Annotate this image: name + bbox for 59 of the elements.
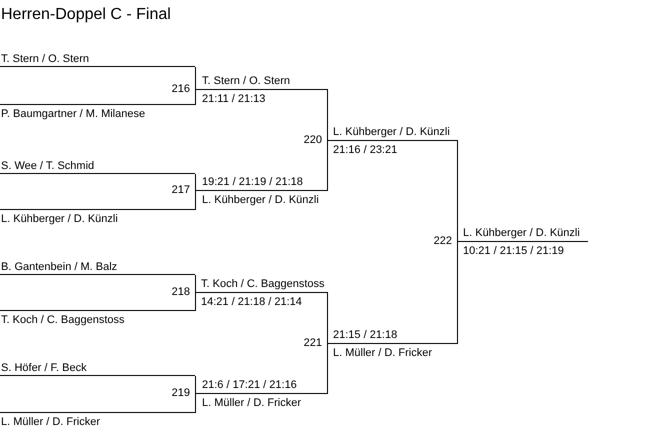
team-name: S. Wee / T. Schmid [1, 160, 94, 172]
match-number: 216 [172, 82, 190, 96]
bracket-line [194, 275, 196, 293]
team-name: L. Kühberger / D. Künzli [1, 213, 118, 225]
team-name: L. Müller / D. Fricker [333, 347, 432, 359]
team-name: L. Kühberger / D. Künzli [463, 227, 580, 239]
bracket-slot [0, 310, 195, 326]
bracket-line [326, 89, 328, 141]
team-name: L. Kühberger / D. Künzli [202, 194, 319, 206]
bracket-line [326, 292, 328, 344]
bracket-line [194, 393, 196, 413]
bracket-slot [0, 104, 195, 120]
team-name: S. Höfer / F. Beck [1, 362, 87, 374]
bracket-slot [0, 209, 195, 225]
team-name: P. Baumgartner / M. Milanese [1, 108, 146, 120]
bracket-line [456, 241, 458, 344]
bracket-line [194, 67, 196, 90]
bracket-line [194, 89, 196, 105]
bracket-line [194, 190, 196, 210]
bracket-slot [195, 174, 327, 206]
bracket-title: Herren-Doppel C - Final [1, 6, 171, 24]
team-name: L. Kühberger / D. Künzli [333, 126, 450, 138]
bracket-slot [0, 412, 195, 428]
bracket-slot [0, 259, 195, 275]
match-score: 14:21 / 21:18 / 21:14 [201, 296, 302, 308]
match-number: 219 [172, 386, 190, 400]
team-name: B. Gantenbein / M. Balz [1, 261, 118, 273]
bracket-line [194, 292, 196, 311]
match-score: 21:15 / 21:18 [333, 329, 398, 341]
match-score: 21:6 / 17:21 / 21:16 [202, 379, 297, 391]
team-name: L. Müller / D. Fricker [202, 397, 302, 409]
match-score: 21:16 / 23:21 [333, 144, 398, 156]
bracket-line [326, 140, 328, 191]
bracket-slot [0, 360, 195, 376]
bracket-line [456, 140, 458, 242]
match-number: 217 [172, 183, 190, 197]
match-score: 10:21 / 21:15 / 21:19 [463, 245, 564, 257]
match-number: 218 [172, 285, 190, 299]
match-number: 220 [304, 133, 322, 147]
team-name: T. Koch / C. Baggenstoss [1, 314, 125, 326]
bracket-slot [195, 73, 327, 105]
bracket-slot [195, 276, 327, 308]
bracket-slot [195, 377, 327, 409]
bracket-slot [0, 51, 195, 67]
match-score: 21:11 / 21:13 [202, 93, 266, 105]
bracket-line [194, 376, 196, 394]
bracket-slot [327, 124, 457, 156]
bracket-line [326, 343, 328, 394]
team-name: T. Stern / O. Stern [1, 53, 90, 65]
bracket-slot [457, 225, 588, 257]
match-score: 19:21 / 21:19 / 21:18 [202, 176, 303, 188]
match-number: 221 [304, 336, 322, 350]
bracket-slot [0, 158, 195, 174]
bracket-slot [327, 327, 457, 359]
team-name: T. Koch / C. Baggenstoss [201, 278, 325, 290]
match-number: 222 [434, 234, 452, 248]
bracket-line [194, 174, 196, 191]
team-name: T. Stern / O. Stern [202, 75, 290, 87]
team-name: L. Müller / D. Fricker [1, 416, 100, 428]
